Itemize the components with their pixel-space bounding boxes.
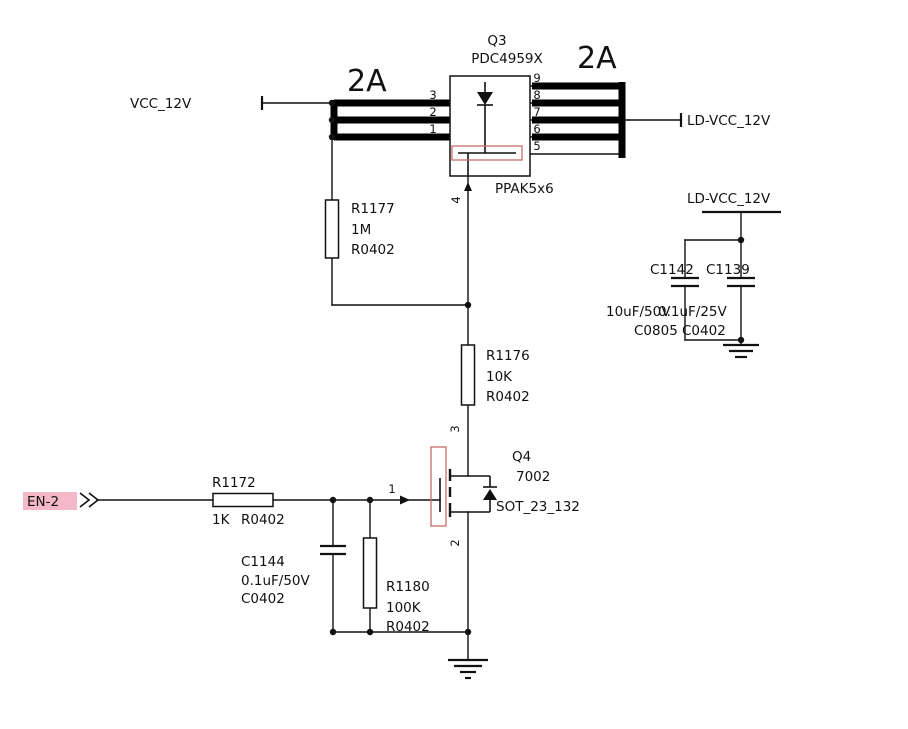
net-label-ld-vcc-12v-out[interactable]: LD-VCC_12V (687, 113, 771, 129)
en-2-port-chevron-icon (79, 492, 100, 508)
c1142-value[interactable]: 10uF/50V (606, 304, 671, 320)
q3-pin-label-4: 4 (449, 196, 463, 203)
q4-refdes[interactable]: Q4 (512, 449, 531, 465)
q4-pin-label-drain: 3 (448, 425, 462, 432)
c1139-value[interactable]: 0.1uF/25V (658, 304, 728, 320)
q3-pin-label-1: 1 (429, 122, 436, 136)
q3-mosfet-symbol[interactable] (449, 75, 531, 191)
q3-pin-label-2: 2 (429, 105, 436, 119)
high-current-bars (330, 82, 630, 158)
r1180-refdes[interactable]: R1180 (386, 579, 430, 595)
q3-part-number[interactable]: PDC4959X (471, 51, 543, 67)
net-label-vcc-12v[interactable]: VCC_12V (130, 96, 192, 112)
r1172-refdes[interactable]: R1172 (212, 475, 256, 491)
q3-highlight-outline (451, 145, 523, 161)
q4-gate-arrow-icon (400, 495, 410, 505)
wires (96, 102, 742, 660)
q3-refdes[interactable]: Q3 (487, 33, 506, 49)
q3-body-diode-icon (477, 92, 493, 105)
q4-highlight-outline (430, 446, 447, 527)
q4-mosfet-symbol[interactable] (400, 446, 497, 527)
c1139-package[interactable]: C0402 (682, 323, 726, 339)
q3-pin-label-8: 8 (533, 88, 540, 102)
q3-pin-label-6: 6 (533, 122, 540, 136)
c1144-refdes[interactable]: C1144 (241, 554, 285, 570)
ground-symbol-caps (723, 343, 759, 359)
q3-pin4-arrow-icon (464, 182, 472, 191)
r1176-package[interactable]: R0402 (486, 389, 530, 405)
r1176-refdes[interactable]: R1176 (486, 348, 530, 364)
q4-body-diode-icon (483, 489, 497, 500)
q3-pin-label-5: 5 (533, 139, 540, 153)
c1144-value[interactable]: 0.1uF/50V (241, 573, 311, 589)
q3-pin-label-7: 7 (533, 105, 540, 119)
capacitor-c1142[interactable] (671, 276, 699, 288)
c1142-package[interactable]: C0805 (634, 323, 678, 339)
current-annotation-left: 2A (347, 64, 387, 99)
net-label-en-2[interactable]: EN-2 (27, 494, 59, 510)
c1139-refdes[interactable]: C1139 (706, 262, 750, 278)
net-terminals (260, 96, 781, 214)
r1172-value[interactable]: 1K (212, 512, 231, 528)
current-annotation-right: 2A (577, 41, 617, 76)
q4-part-number[interactable]: 7002 (516, 469, 550, 485)
r1176-value[interactable]: 10K (486, 369, 513, 385)
q4-pin-label-gate: 1 (388, 482, 395, 496)
junction-dots (328, 99, 745, 636)
net-label-ld-vcc-12v-caps[interactable]: LD-VCC_12V (687, 191, 771, 207)
r1177-package[interactable]: R0402 (351, 242, 395, 258)
r1180-value[interactable]: 100K (386, 600, 422, 616)
q3-package[interactable]: PPAK5x6 (495, 181, 554, 197)
c1144-package[interactable]: C0402 (241, 591, 285, 607)
ground-symbol-main (448, 658, 488, 680)
en-2-selection-highlight (23, 492, 77, 510)
resistor-r1180[interactable] (362, 537, 378, 609)
q3-pin-label-9: 9 (533, 71, 540, 85)
q4-pin-label-source: 2 (448, 539, 462, 546)
capacitor-c1139[interactable] (727, 276, 755, 288)
capacitor-c1144[interactable] (320, 544, 346, 556)
r1177-refdes[interactable]: R1177 (351, 201, 395, 217)
r1180-package[interactable]: R0402 (386, 619, 430, 635)
r1172-package[interactable]: R0402 (241, 512, 285, 528)
r1177-value[interactable]: 1M (351, 222, 371, 238)
resistor-r1176[interactable] (460, 344, 476, 406)
resistor-r1172[interactable] (212, 492, 274, 508)
resistor-r1177[interactable] (324, 199, 340, 259)
q4-package[interactable]: SOT_23_132 (496, 499, 580, 515)
q3-pin-label-3: 3 (429, 88, 436, 102)
c1142-refdes[interactable]: C1142 (650, 262, 694, 278)
